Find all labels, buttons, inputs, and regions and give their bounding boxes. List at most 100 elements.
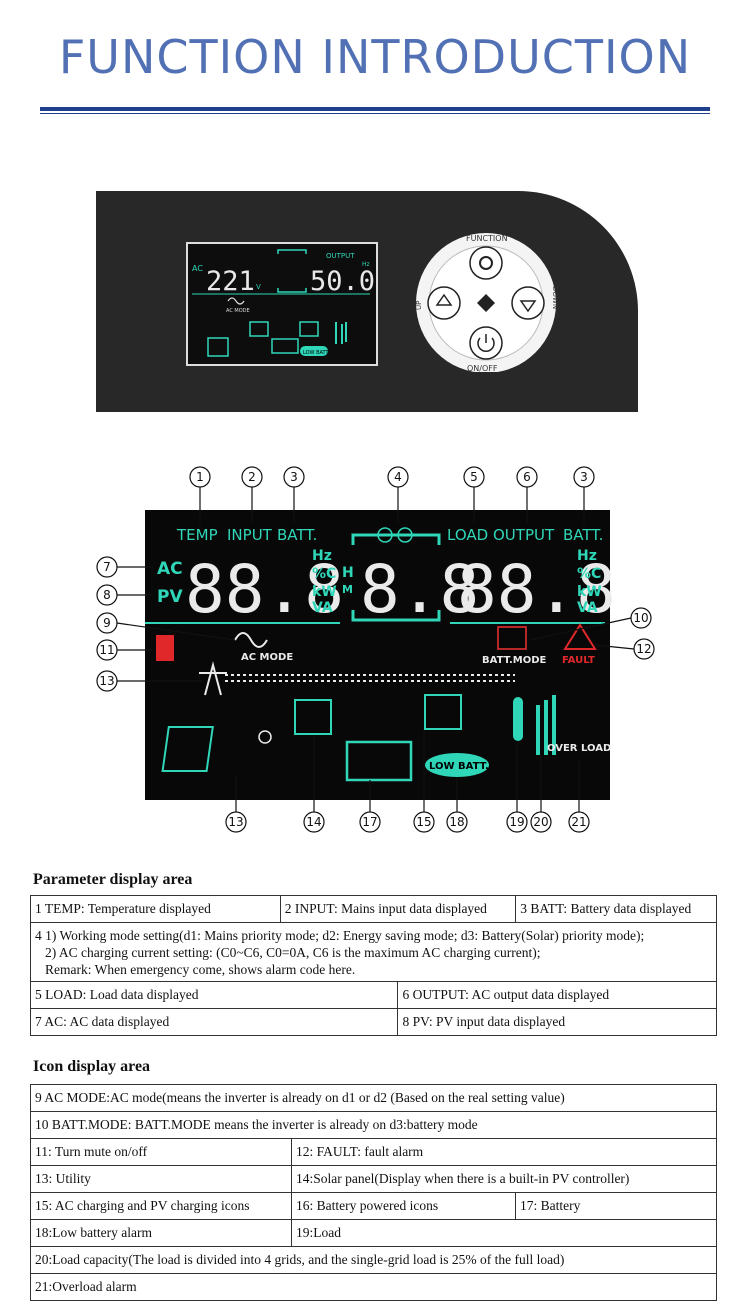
up-arrow-icon xyxy=(435,293,453,306)
param-cell-mode: 4 1) Working mode setting(d1: Mains prio… xyxy=(30,922,717,982)
callout-13b: 13 xyxy=(228,815,243,829)
mini-inverter-icon xyxy=(249,321,269,337)
unit-left-pct: %C xyxy=(312,566,336,582)
unit-m: M xyxy=(342,583,353,596)
param-cell-ac: 7 AC: AC data displayed xyxy=(29,1008,399,1036)
callout-19: 19 xyxy=(509,815,524,829)
enter-diamond-icon[interactable] xyxy=(477,294,495,312)
mini-battery-icon xyxy=(271,338,299,354)
fault-label: FAULT xyxy=(562,655,595,666)
callout-17: 17 xyxy=(362,815,377,829)
unit-right-kw: kW xyxy=(577,584,602,600)
unit-right-pct: %C xyxy=(577,566,601,582)
low-batt-badge xyxy=(425,753,489,777)
device-lcd-screen: AC 221 V OUTPUT 50.0 Hz AC MODE LOW BATT xyxy=(186,242,378,366)
icon-cell-9: 9 AC MODE:AC mode(means the inverter is … xyxy=(30,1084,717,1112)
over-load-label: OVER LOAD xyxy=(547,743,611,754)
mini-load-icon xyxy=(335,322,347,344)
ac-mode-label: AC MODE xyxy=(241,652,293,663)
param-row-4: 7 AC: AC data displayed 8 PV: PV input d… xyxy=(29,1008,717,1036)
title-underline xyxy=(40,107,710,111)
param-mode-line-2: 2) AC charging current setting: (C0~C6, … xyxy=(45,944,541,960)
param-mode-line-1: 4 1) Working mode setting(d1: Mains prio… xyxy=(35,927,645,943)
row-ac-label: AC xyxy=(157,559,183,579)
icon-cell-13: 13: Utility xyxy=(30,1165,292,1193)
callout-11: 11 xyxy=(99,643,114,657)
lcd-background xyxy=(145,510,610,800)
icon-cell-10: 10 BATT.MODE: BATT.MODE means the invert… xyxy=(30,1111,717,1139)
callout-1: 1 xyxy=(196,470,204,484)
digits-left: 88.8 xyxy=(185,551,344,628)
unit-right-va: VA xyxy=(577,600,598,616)
mini-solar-icon xyxy=(207,337,229,357)
param-row-3: 5 LOAD: Load data displayed 6 OUTPUT: AC… xyxy=(29,981,717,1009)
unit-right-hz: Hz xyxy=(577,548,597,564)
icon-row-7: 20:Load capacity(The load is divided int… xyxy=(30,1246,717,1274)
param-mode-line-3: Remark: When emergency come, shows alarm… xyxy=(45,961,356,977)
unit-left-va: VA xyxy=(312,600,333,616)
icon-row-6: 18:Low battery alarm 19:Load xyxy=(30,1219,717,1247)
down-button[interactable] xyxy=(511,286,545,320)
inverter-icon xyxy=(294,699,332,735)
mini-low-batt-text: LOW BATT xyxy=(303,350,330,356)
mini-output-unit: Hz xyxy=(362,261,370,268)
callout-7: 7 xyxy=(103,560,111,574)
power-icon xyxy=(477,334,495,353)
load-capacity-bars xyxy=(536,695,556,755)
label-batt-right: BATT. xyxy=(563,526,603,544)
callout-5: 5 xyxy=(470,470,478,484)
function-label: FUNCTION xyxy=(466,234,508,243)
mini-input-value: 221 xyxy=(206,266,255,297)
callout-3b: 3 xyxy=(580,470,588,484)
callout-4: 4 xyxy=(394,470,402,484)
wrench-icon xyxy=(397,527,413,543)
gear-icon xyxy=(479,256,493,270)
mini-low-batt-badge xyxy=(300,346,328,356)
load-bulb-icon xyxy=(513,697,523,741)
clock-icon xyxy=(377,527,393,543)
label-load: LOAD xyxy=(447,526,488,544)
mini-input-unit: V xyxy=(256,283,261,291)
callout-13a: 13 xyxy=(99,674,114,688)
up-button[interactable] xyxy=(427,286,461,320)
icon-cell-15: 15: AC charging and PV charging icons xyxy=(30,1192,292,1220)
label-output: OUTPUT xyxy=(493,526,555,544)
icon-cell-21: 21:Overload alarm xyxy=(30,1273,717,1301)
row-pv-label: PV xyxy=(157,587,183,607)
digits-middle: 8.8 xyxy=(360,551,479,628)
sun-icon xyxy=(258,730,272,744)
param-cell-output: 6 OUTPUT: AC output data displayed xyxy=(397,981,717,1009)
param-cell-temp: 1 TEMP: Temperature displayed xyxy=(30,895,281,923)
function-button[interactable] xyxy=(469,246,503,280)
down-arrow-icon xyxy=(519,300,537,313)
label-batt-left: BATT. xyxy=(277,526,317,544)
unit-left-kw: kW xyxy=(312,584,337,600)
callout-8: 8 xyxy=(103,588,111,602)
label-temp: TEMP xyxy=(176,526,218,544)
title-underline-thin xyxy=(40,113,710,114)
icon-row-1: 9 AC MODE:AC mode(means the inverter is … xyxy=(30,1084,717,1112)
param-row-2: 4 1) Working mode setting(d1: Mains prio… xyxy=(30,922,717,982)
param-cell-input: 2 INPUT: Mains input data displayed xyxy=(279,895,517,923)
callout-6: 6 xyxy=(523,470,531,484)
mini-ac-wave-icon xyxy=(227,297,245,305)
icon-cell-19: 19:Load xyxy=(291,1219,717,1247)
icon-row-2: 10 BATT.MODE: BATT.MODE means the invert… xyxy=(30,1111,717,1139)
on-off-label: ON/OFF xyxy=(467,364,498,372)
icon-cell-11: 11: Turn mute on/off xyxy=(30,1138,292,1166)
utility-dotted-line xyxy=(225,674,515,682)
param-heading: Parameter display area xyxy=(33,871,193,888)
param-cell-batt: 3 BATT: Battery data displayed xyxy=(515,895,717,923)
batt-mode-icon xyxy=(497,626,527,650)
up-label: UP xyxy=(415,301,423,310)
digits-right: 88.8 xyxy=(457,551,616,628)
icon-table: 9 AC MODE:AC mode(means the inverter is … xyxy=(30,1084,717,1301)
icon-row-4: 13: Utility 14:Solar panel(Display when … xyxy=(30,1165,717,1193)
icon-cell-20: 20:Load capacity(The load is divided int… xyxy=(30,1246,717,1274)
utility-pole-icon xyxy=(199,661,227,696)
mini-ac-label: AC xyxy=(192,264,203,273)
low-batt-label: LOW BATT. xyxy=(429,761,489,772)
mini-charger-icon xyxy=(299,321,319,337)
battery-icon xyxy=(345,740,413,782)
param-table: 1 TEMP: Temperature displayed 2 INPUT: M… xyxy=(29,895,717,1036)
